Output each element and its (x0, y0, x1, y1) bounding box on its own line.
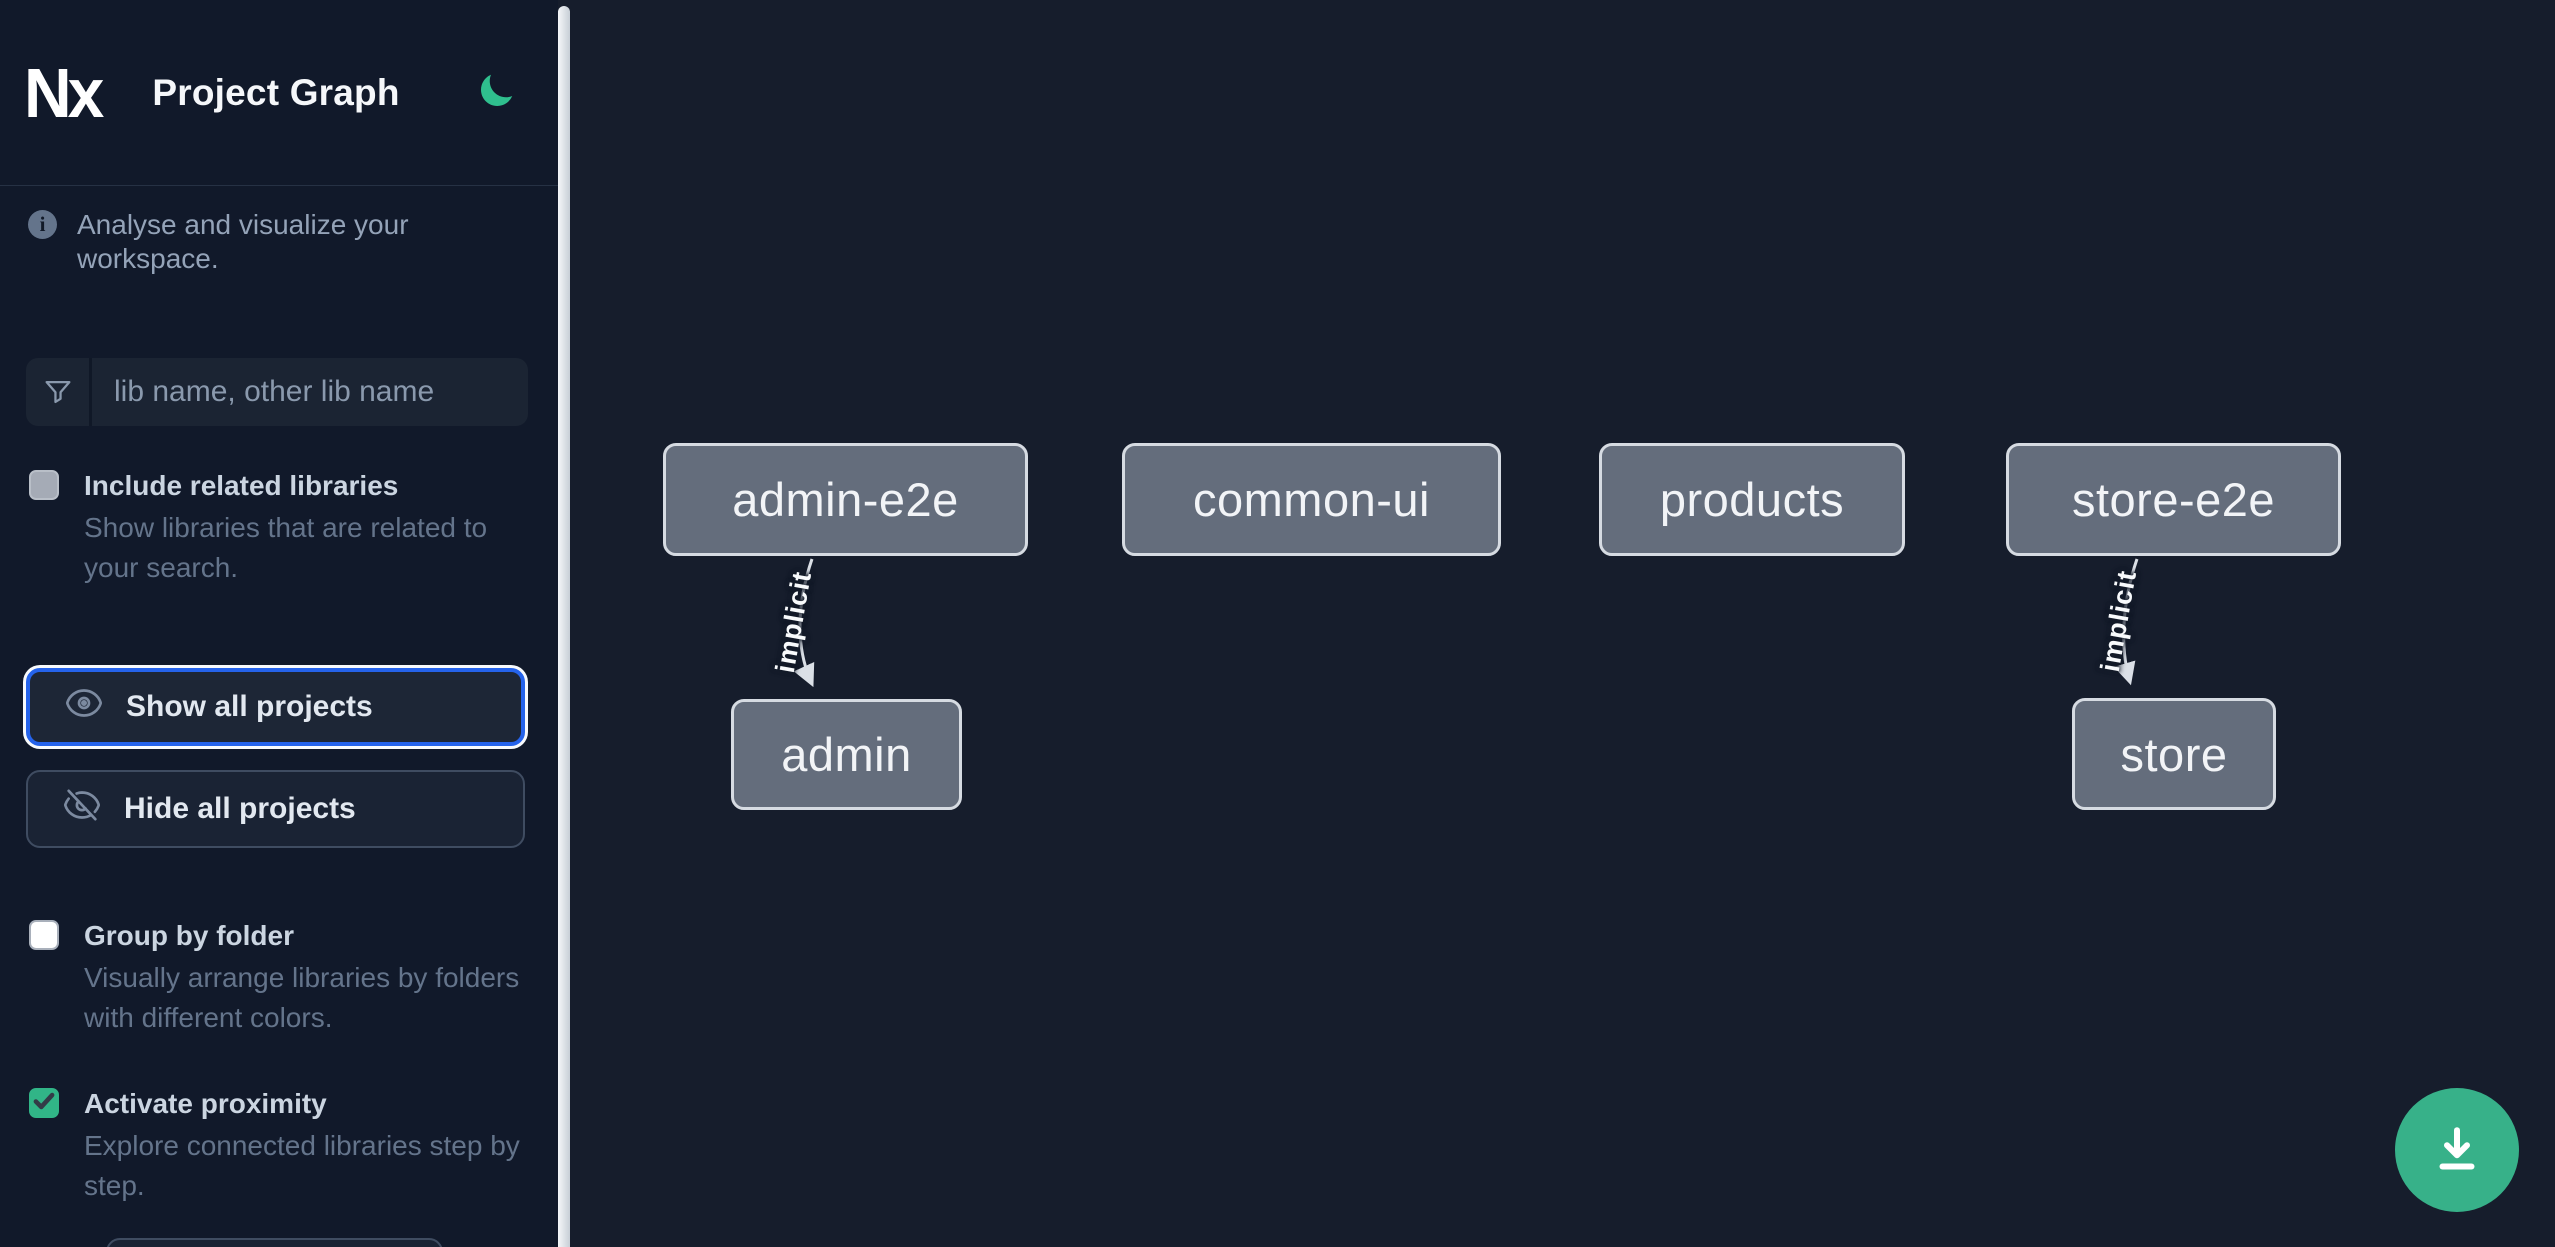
sidebar-resize-handle[interactable] (558, 6, 570, 1247)
option-description: Visually arrange libraries by folders wi… (84, 962, 520, 1033)
show-all-projects-button[interactable]: Show all projects (26, 668, 525, 746)
edges-layer (793, 558, 2139, 688)
checkmark-icon (31, 1088, 57, 1119)
show-all-projects-label: Show all projects (126, 690, 373, 723)
graph-canvas[interactable]: admin-e2e common-ui products store-e2e a… (570, 0, 2555, 1247)
option-label: Include related libraries (84, 470, 399, 501)
edge-store-e2e-to-store (2113, 558, 2139, 686)
page-title: Project Graph (152, 71, 400, 113)
option-description: Show libraries that are related to your … (84, 512, 488, 583)
nx-logo: Nx (24, 53, 104, 132)
node-admin-e2e[interactable]: admin-e2e (663, 443, 1028, 556)
download-icon (2427, 1119, 2487, 1182)
include-related-checkbox[interactable] (29, 470, 59, 500)
workspace-info: i Analyse and visualize your workspace. (0, 186, 558, 276)
node-common-ui[interactable]: common-ui (1122, 443, 1501, 556)
sidebar: Nx Project Graph i Analyse and visualize… (0, 0, 558, 1247)
moon-icon (476, 71, 516, 114)
node-store-e2e[interactable]: store-e2e (2006, 443, 2341, 556)
filter-search-box (26, 358, 528, 426)
eye-slash-icon (62, 785, 102, 833)
proximity-depth-stepper: − 1 + (106, 1238, 443, 1247)
option-group-by-folder: Group by folder Visually arrange librari… (0, 918, 558, 1038)
edge-admin-e2e-to-admin (793, 558, 815, 688)
group-by-folder-checkbox[interactable] (29, 920, 59, 950)
funnel-icon (26, 358, 92, 426)
option-description: Explore connected libraries step by step… (84, 1130, 520, 1201)
theme-toggle-button[interactable] (476, 71, 516, 114)
node-products[interactable]: products (1599, 443, 1905, 556)
option-activate-proximity: Activate proximity Explore connected lib… (0, 1086, 558, 1206)
download-graph-button[interactable] (2395, 1088, 2519, 1212)
option-label: Activate proximity (84, 1088, 327, 1119)
info-text: Analyse and visualize your workspace. (77, 209, 409, 274)
hide-all-projects-label: Hide all projects (124, 792, 356, 825)
activate-proximity-checkbox[interactable] (29, 1088, 59, 1118)
search-input[interactable] (92, 358, 528, 426)
hide-all-projects-button[interactable]: Hide all projects (26, 770, 525, 848)
option-include-related-libraries: Include related libraries Show libraries… (0, 468, 558, 588)
node-admin[interactable]: admin (731, 699, 962, 810)
proximity-depth-value: 1 (206, 1240, 344, 1247)
decrement-button[interactable]: − (108, 1240, 206, 1247)
increment-button[interactable]: + (344, 1240, 441, 1247)
info-icon: i (28, 210, 57, 239)
sidebar-header: Nx Project Graph (0, 0, 558, 186)
eye-icon (64, 683, 104, 731)
node-store[interactable]: store (2072, 698, 2276, 810)
option-label: Group by folder (84, 920, 294, 951)
